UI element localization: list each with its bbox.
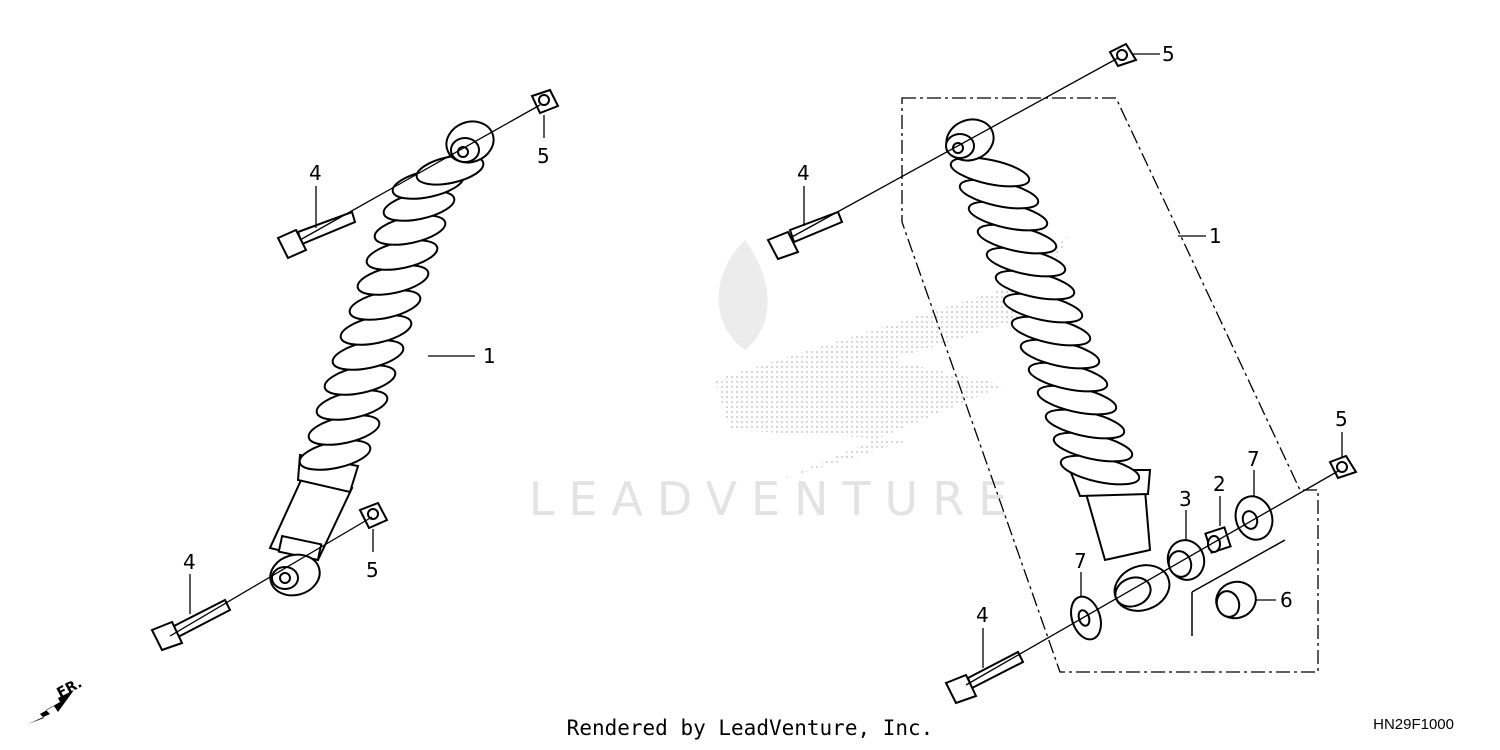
right-lower-bolt[interactable] xyxy=(944,650,1025,705)
bushing[interactable] xyxy=(1163,535,1210,584)
diagram-code: HN29F1000 xyxy=(1373,716,1454,733)
left-dust-seal[interactable] xyxy=(1066,593,1106,643)
callout-left-lower-nut: 5 xyxy=(366,558,379,582)
left-lower-nut[interactable] xyxy=(358,501,389,530)
callout-right-lower-bolt: 4 xyxy=(976,603,989,627)
right-shock-absorber[interactable] xyxy=(941,113,1176,618)
callout-left-lower-bolt: 4 xyxy=(183,550,196,574)
callout-left-seal: 7 xyxy=(1074,549,1087,573)
rendered-by-text: Rendered by LeadVenture, Inc. xyxy=(566,716,934,740)
right-upper-bolt[interactable] xyxy=(766,210,844,261)
bearing[interactable] xyxy=(1211,577,1260,624)
callout-right-lower-nut: 5 xyxy=(1335,407,1348,431)
left-spring xyxy=(298,154,485,471)
callout-bushing: 3 xyxy=(1179,487,1192,511)
right-spring xyxy=(949,156,1141,486)
right-upper-nut[interactable] xyxy=(1108,42,1138,68)
callout-right-upper-nut: 5 xyxy=(1162,42,1175,66)
right-lower-nut[interactable] xyxy=(1328,454,1358,480)
left-upper-nut[interactable] xyxy=(530,88,560,115)
watermark: LEADVENTURE xyxy=(529,235,1070,526)
right-assembly-outline xyxy=(901,97,1319,673)
watermark-text: LEADVENTURE xyxy=(529,472,1022,526)
left-shock-absorber[interactable] xyxy=(266,115,500,601)
callout-left-upper-nut: 5 xyxy=(537,144,550,168)
callout-collar: 2 xyxy=(1213,472,1226,496)
direction-label: FR. xyxy=(54,675,84,701)
callout-left-shock: 1 xyxy=(483,344,496,368)
right-dust-seal[interactable] xyxy=(1230,492,1278,545)
callout-bearing: 6 xyxy=(1280,588,1293,612)
callout-right-seal: 7 xyxy=(1247,447,1260,471)
callout-right-upper-bolt: 4 xyxy=(797,161,810,185)
callout-right-assembly: 1 xyxy=(1209,224,1222,248)
callout-left-upper-bolt: 4 xyxy=(309,161,322,185)
watermark-wing-shape xyxy=(715,235,1070,480)
watermark-flame-shape xyxy=(718,240,768,350)
